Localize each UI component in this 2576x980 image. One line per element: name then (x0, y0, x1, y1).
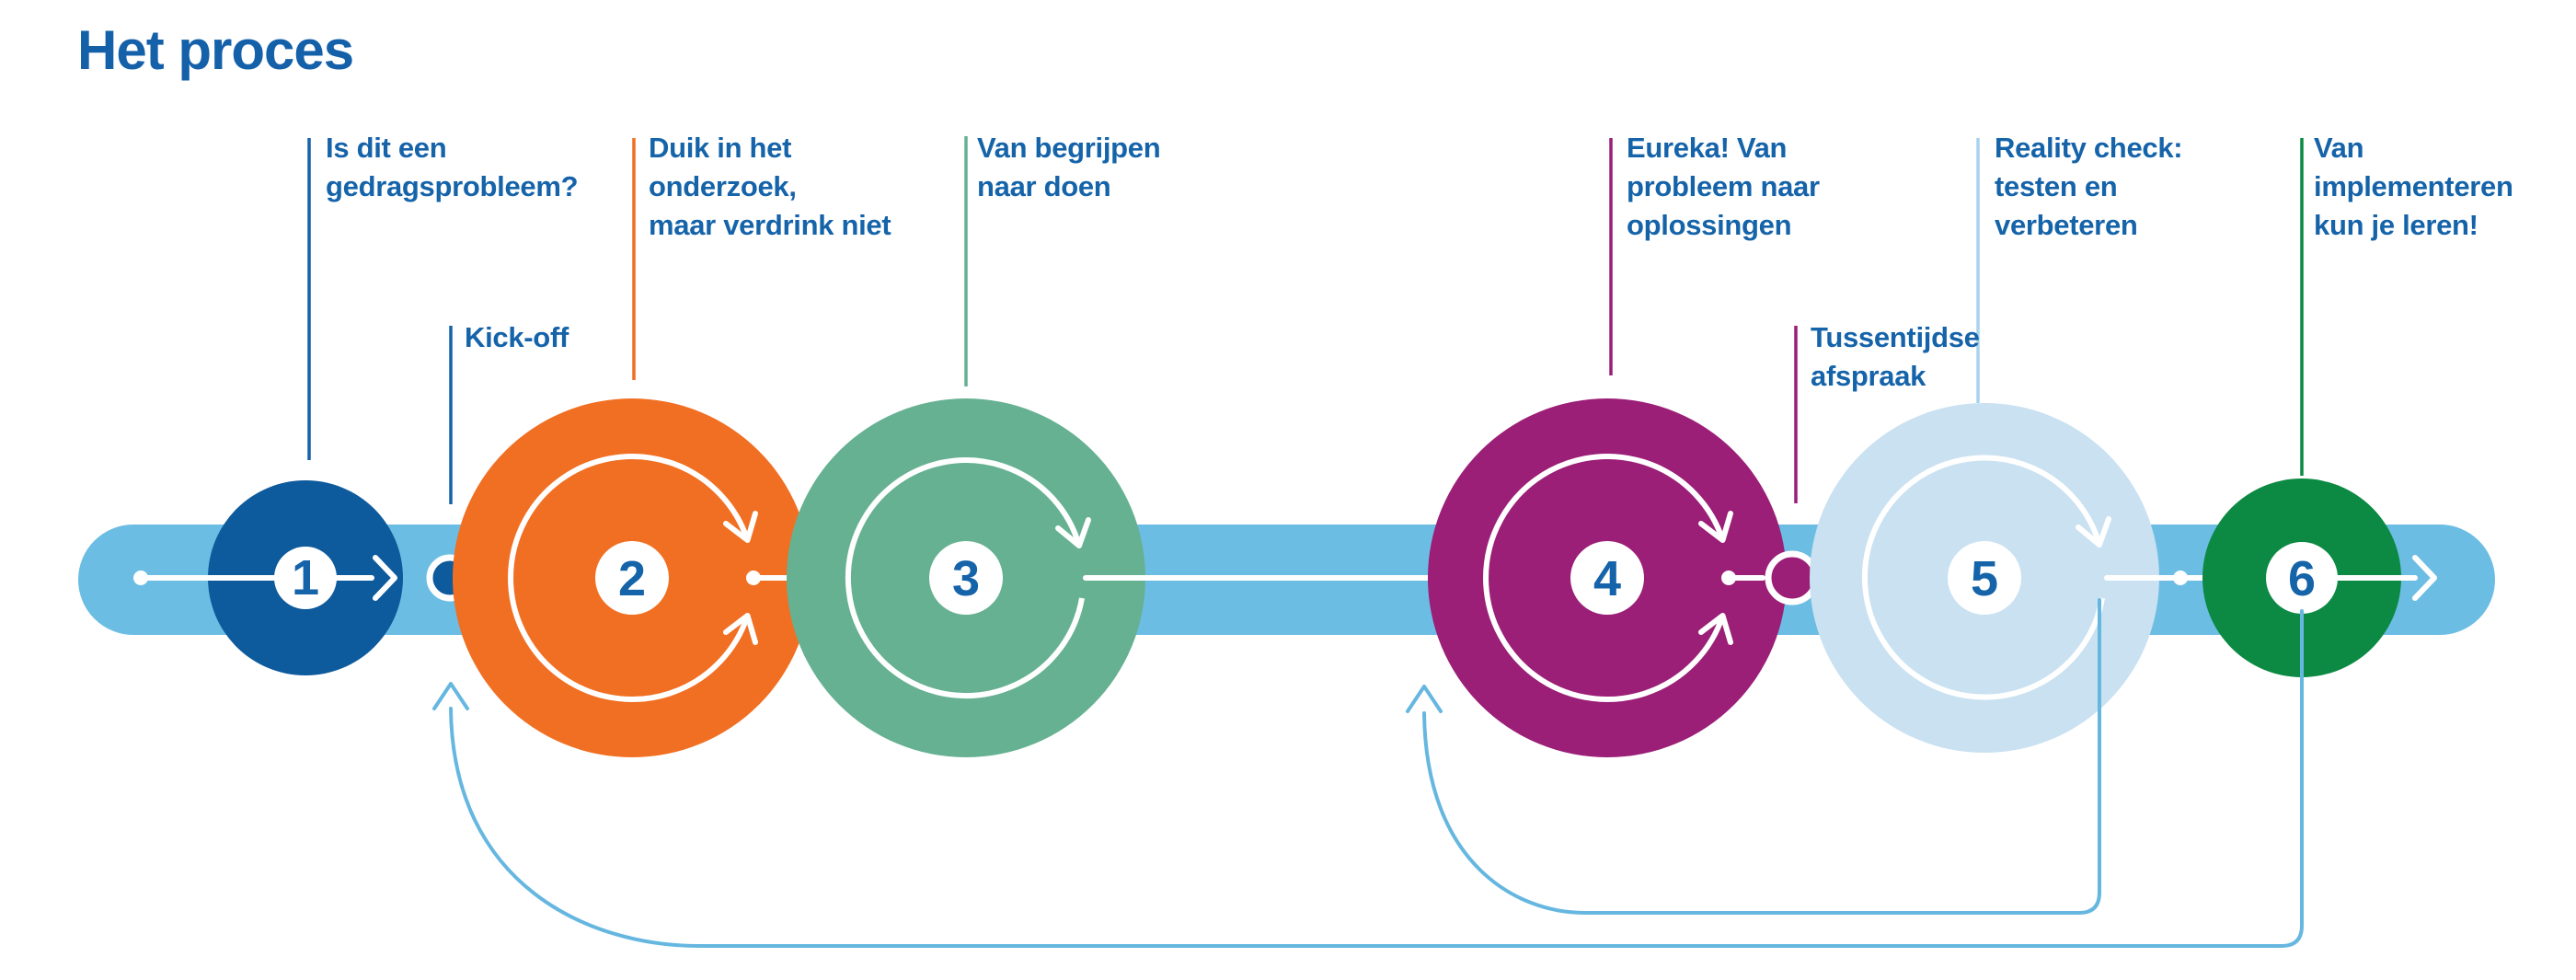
cycle-arrowhead-bottom-icon (723, 613, 758, 645)
cycle-arrowhead-top-icon (1698, 511, 1733, 543)
step-6-label-line-2: implementeren (2314, 170, 2513, 202)
tussentijdse-label-line-1: Tussentijdse (1811, 321, 1980, 353)
step-5-label-line-3: verbeteren (1995, 209, 2138, 241)
step-3-node: 3 (787, 398, 1487, 757)
kickoff-label: Kick-off (465, 318, 569, 357)
cycle-arrowhead-top-icon (723, 511, 758, 543)
cycle-arrowhead-icon (2076, 516, 2111, 548)
step-6-number: 6 (2288, 551, 2316, 606)
arrow-right-icon (373, 555, 397, 601)
step-1-number-badge (274, 547, 337, 609)
arrow-up-icon (432, 682, 469, 710)
step-5-node: 5 (1810, 403, 2270, 753)
step-5-cycle-arrow-icon (1861, 455, 2105, 700)
step-3-label-line-1: Van begrijpen (977, 132, 1161, 164)
kickoff-label-text: Kick-off (465, 321, 569, 353)
step-4-node: 4 (1428, 398, 1787, 757)
step-6-label-line-3: kun je leren! (2314, 209, 2478, 241)
step-2-label: Duik in het onderzoek, maar verdrink nie… (649, 129, 891, 245)
step-4-label: Eureka! Van probleem naar oplossingen (1627, 129, 1820, 245)
arrow-up-icon (1406, 685, 1443, 713)
cycle-arrowhead-bottom-icon (1698, 613, 1733, 645)
step-4-exit-dot (1721, 571, 1736, 585)
step-1-number: 1 (292, 550, 319, 605)
cycle-arrowhead-icon (1055, 517, 1091, 548)
step-5-label: Reality check: testen en verbeteren (1995, 129, 2183, 245)
step-2-number-badge (595, 541, 669, 615)
step-1-label: Is dit een gedragsprobleem? (326, 129, 579, 206)
feedback-arrow-5-to-4 (1406, 598, 2101, 915)
step-5-label-line-2: testen en (1995, 170, 2118, 202)
step-5-exit-dot (2173, 571, 2188, 585)
step-4-label-line-3: oplossingen (1627, 209, 1792, 241)
tussentijdse-label: Tussentijdse afspraak (1811, 318, 1980, 396)
step-4-label-line-1: Eureka! Van (1627, 132, 1788, 164)
step-4-label-line-2: probleem naar (1627, 170, 1820, 202)
page-title: Het proces (77, 19, 354, 81)
step-1-node: 1 (133, 480, 403, 675)
step-6-label: Van implementeren kun je leren! (2314, 129, 2513, 245)
step-3-cycle-arrow-icon (845, 457, 1085, 699)
step-2-cycle-arrow-icon (508, 454, 751, 702)
step-4-cycle-arrow-icon (1483, 454, 1726, 702)
step-2-label-line-2: onderzoek, (649, 170, 797, 202)
step-2-label-line-3: maar verdrink niet (649, 209, 891, 241)
step-5-number-badge (1948, 541, 2021, 615)
step-2-node: 2 (453, 398, 849, 757)
step-3-label: Van begrijpen naar doen (977, 129, 1161, 206)
step-3-label-line-2: naar doen (977, 170, 1111, 202)
step-3-number: 3 (952, 551, 980, 606)
step-3-number-badge (929, 541, 1003, 615)
step-6-number-badge (2266, 542, 2338, 614)
feedback-arrow-6-to-2 (432, 609, 2304, 948)
step-2-label-line-1: Duik in het (649, 132, 792, 164)
step-2-exit-dot (746, 571, 761, 585)
step-5-number: 5 (1971, 551, 1998, 606)
tussentijdse-milestone-dot (1765, 550, 1820, 605)
step-4-number-badge (1570, 541, 1644, 615)
step-2-number: 2 (618, 551, 646, 606)
step-4-number: 4 (1593, 551, 1621, 606)
tussentijdse-label-line-2: afspraak (1811, 360, 1926, 392)
feedback-curve (1422, 598, 2101, 915)
step-1-label-line-1: Is dit een (326, 132, 447, 164)
step-6-node: 6 (2202, 478, 2437, 677)
step-1-label-line-2: gedragsprobleem? (326, 170, 579, 202)
step-5-label-line-1: Reality check: (1995, 132, 2183, 164)
step-6-label-line-1: Van (2314, 132, 2364, 164)
feedback-curve (449, 609, 2304, 948)
arrow-right-icon (2412, 555, 2437, 601)
